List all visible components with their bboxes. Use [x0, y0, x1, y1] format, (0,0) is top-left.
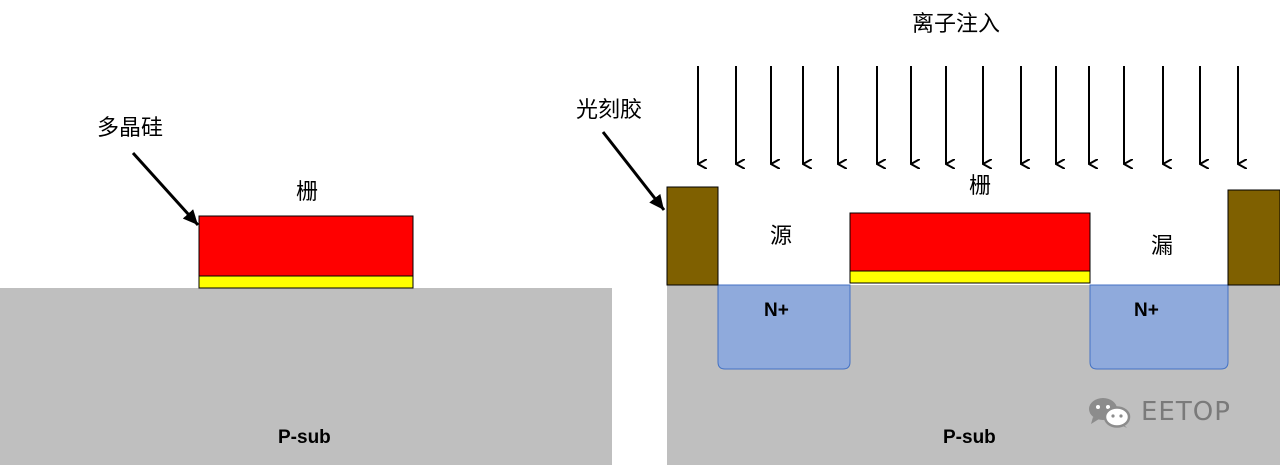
n-plus-drain-label: N+ — [1134, 300, 1159, 321]
ion-implant-arrows — [697, 66, 1238, 164]
watermark-text: EETOP — [1141, 397, 1231, 427]
polysilicon-pointer-arrow — [131, 151, 200, 227]
photoresist-left — [666, 186, 719, 286]
n-plus-source-label: N+ — [764, 300, 789, 321]
right-gate-label: 栅 — [969, 174, 992, 199]
right-substrate-label: P-sub — [943, 427, 996, 448]
n-plus-drain-region — [1089, 284, 1229, 370]
left-substrate-label: P-sub — [278, 427, 331, 448]
drain-label: 漏 — [1151, 234, 1174, 259]
ion-implant-label: 离子注入 — [912, 12, 1001, 37]
source-label: 源 — [770, 224, 793, 249]
left-substrate — [0, 288, 612, 465]
left-gate-poly — [198, 215, 414, 277]
photoresist-pointer-arrow — [601, 131, 666, 211]
watermark: EETOP — [1087, 395, 1231, 429]
photoresist-right — [1227, 189, 1280, 286]
n-plus-source-region — [717, 284, 851, 370]
polysilicon-label: 多晶硅 — [97, 116, 164, 141]
left-gate-label: 栅 — [296, 180, 319, 205]
right-gate-oxide — [849, 270, 1091, 284]
right-gate-poly — [849, 212, 1091, 272]
photoresist-label: 光刻胶 — [576, 98, 643, 123]
wechat-icon — [1089, 398, 1131, 428]
left-gate-oxide — [198, 275, 414, 289]
